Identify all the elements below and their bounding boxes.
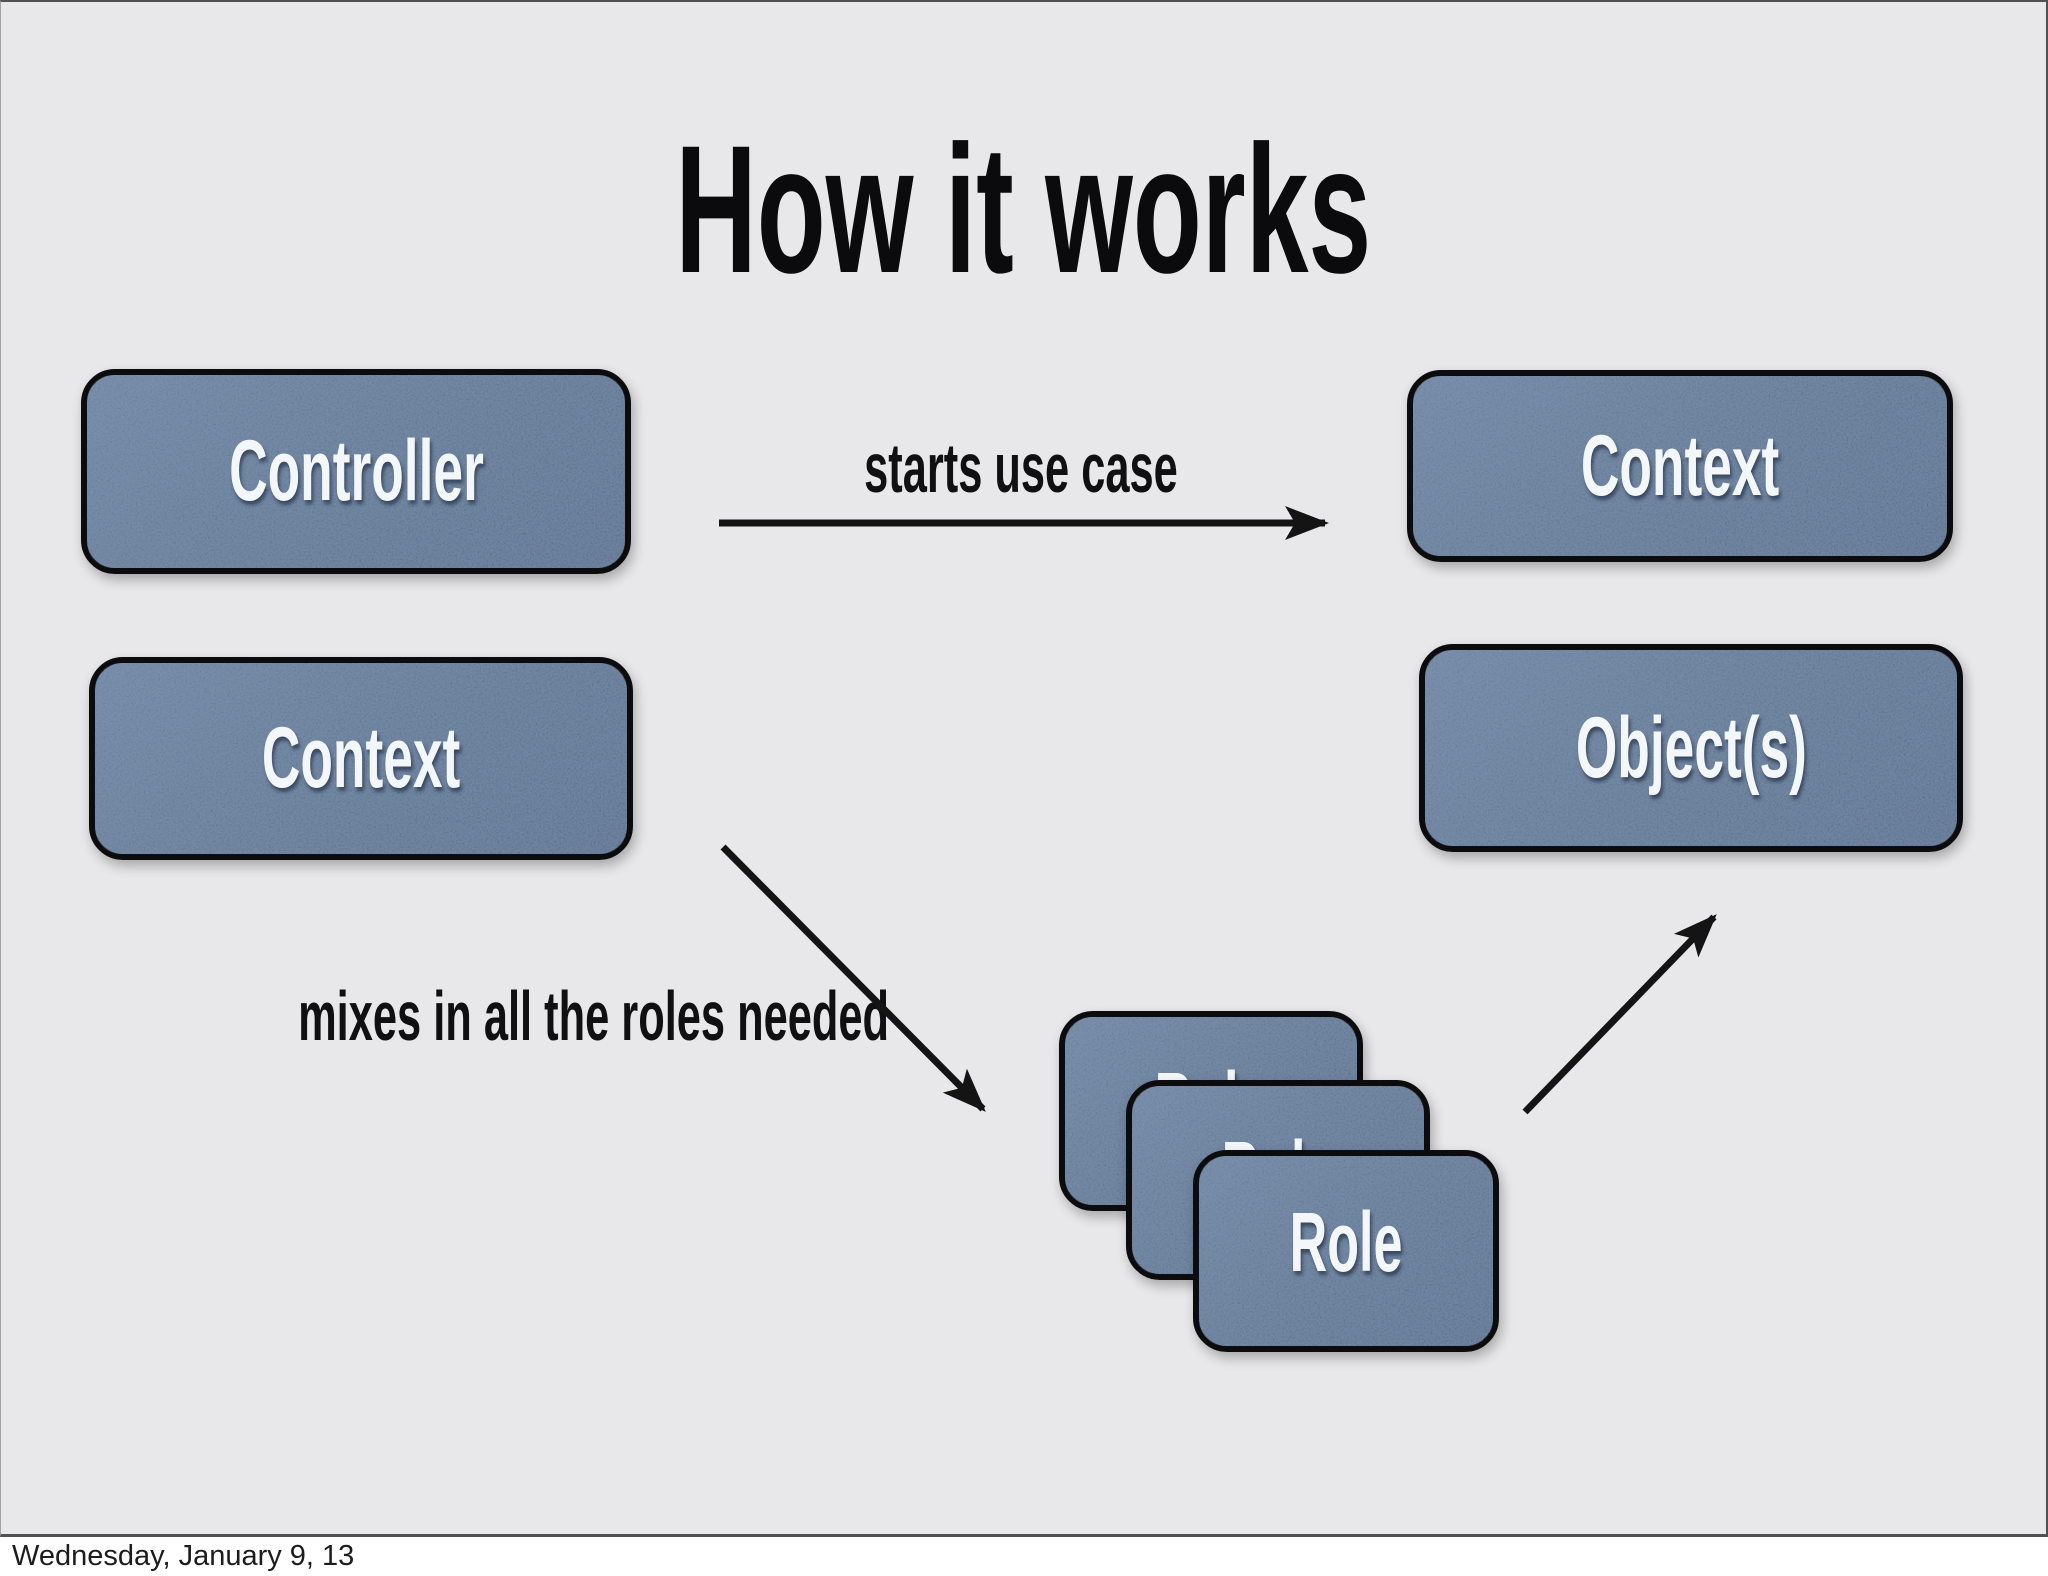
node-role-front-label: Role — [1289, 1194, 1403, 1289]
slide-canvas: How it works Controller Context Context … — [0, 0, 2048, 1537]
node-role-front: Role — [1193, 1150, 1499, 1352]
arrow-label-starts-use-case: starts use case — [864, 429, 1178, 507]
slide-title: How it works — [1, 118, 2046, 300]
node-objects: Object(s) — [1419, 644, 1963, 852]
node-context-use-case: Context — [1407, 370, 1953, 562]
node-context-left-label: Context — [261, 710, 461, 806]
node-controller-label: Controller — [228, 423, 484, 519]
node-controller: Controller — [81, 369, 631, 574]
slide-title-text: How it works — [675, 107, 1372, 311]
node-context-use-case-label: Context — [1580, 417, 1780, 514]
arrow-roles-to-objects — [1522, 914, 1717, 1115]
slide-date-footer: Wednesday, January 9, 13 — [12, 1540, 355, 1572]
caption-mixes-in-roles: mixes in all the roles needed — [298, 977, 890, 1055]
node-context-left: Context — [89, 657, 633, 860]
node-objects-label: Object(s) — [1575, 699, 1807, 796]
